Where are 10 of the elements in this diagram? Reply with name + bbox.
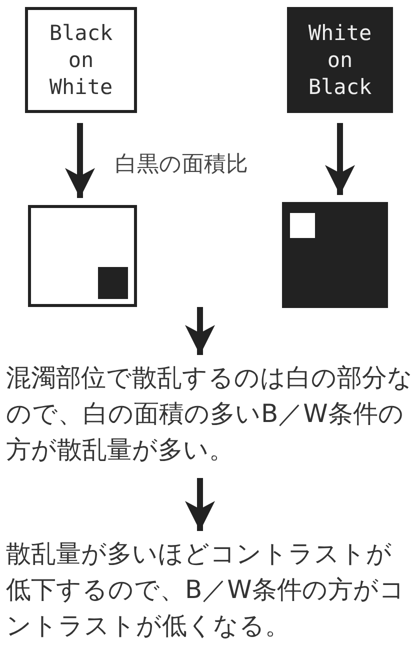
arrow [325,123,355,195]
explanation-text: 混濁部位で散乱するのは白の部分なので、白の面積の多いB／W条件の方が散乱量が多い。 [6,360,416,468]
arrow [65,123,95,198]
pattern-square [282,202,388,308]
label-box: White on Black [287,7,393,113]
explanation-text: 散乱量が多いほどコントラストが低下するので、B／W条件の方がコントラストが低くなる。 [6,536,416,644]
arrow [185,307,215,355]
label-box: Black on White [25,7,137,113]
arrow [185,478,215,531]
pattern-square [28,205,137,307]
